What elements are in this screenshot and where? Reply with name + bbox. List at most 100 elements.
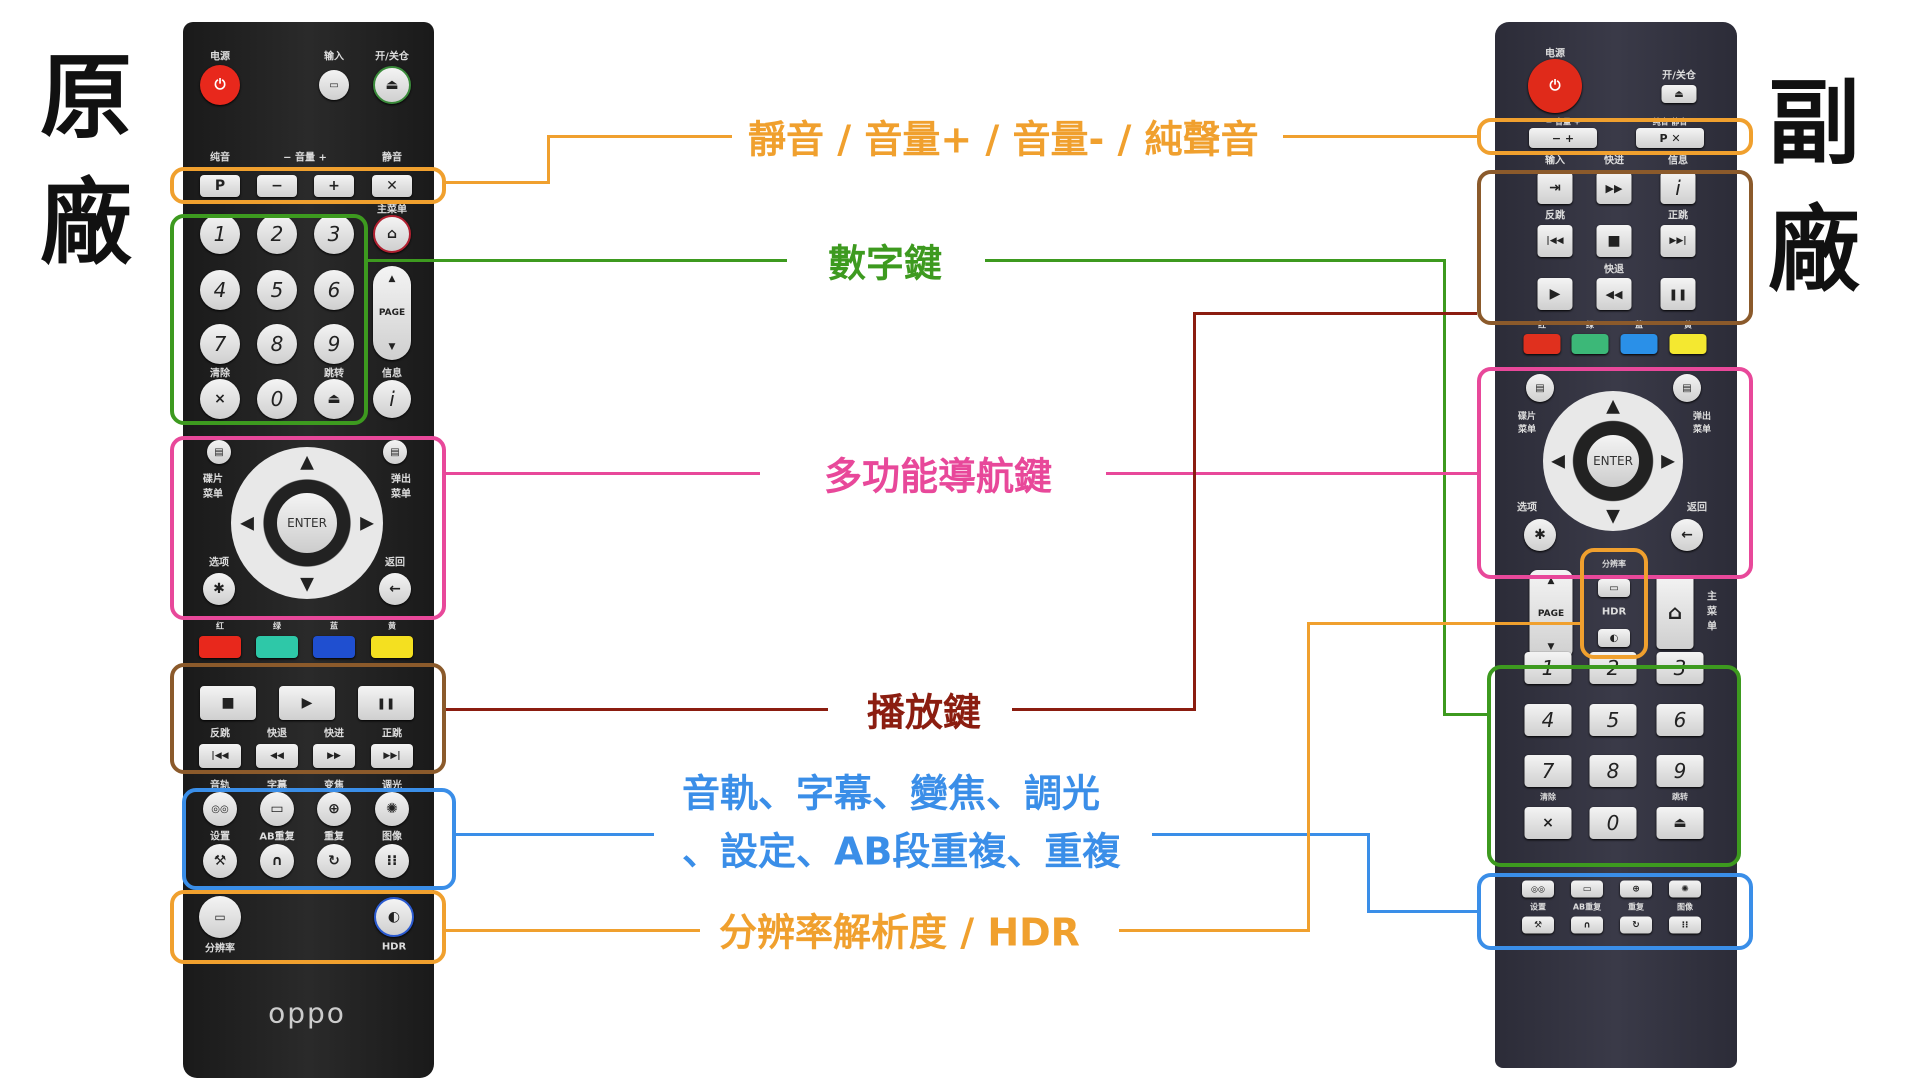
volume-button[interactable]: − + xyxy=(1529,128,1597,148)
power-button[interactable]: ⏻ xyxy=(1528,59,1582,113)
play-button[interactable]: ▶ xyxy=(1537,278,1573,310)
picture-button[interactable]: ⁝⁝ xyxy=(375,844,409,878)
subtitle-button[interactable]: ▭ xyxy=(260,792,294,826)
zoom-button[interactable]: ⊕ xyxy=(317,792,351,826)
stop-button[interactable]: ■ xyxy=(1596,225,1632,257)
volume-up-button[interactable]: + xyxy=(314,175,354,197)
zoom-button[interactable]: ⊕ xyxy=(1620,880,1652,898)
setup-button[interactable]: ⚒ xyxy=(1522,916,1554,934)
fast-forward-button[interactable]: ▶▶ xyxy=(313,744,355,768)
digit-4-button[interactable]: 4 xyxy=(1524,704,1572,736)
disc-menu-button[interactable]: ▤ xyxy=(1526,374,1554,402)
skip-back-button[interactable]: |◀◀ xyxy=(1537,225,1573,257)
digit-0-button[interactable]: 0 xyxy=(257,379,297,419)
option-button[interactable]: ✱ xyxy=(1524,519,1556,551)
repeat-button[interactable]: ↻ xyxy=(317,844,351,878)
digit-8-button[interactable]: 8 xyxy=(1589,755,1637,787)
red-button[interactable] xyxy=(1523,334,1561,354)
disc-menu-button[interactable]: ▤ xyxy=(207,440,231,464)
rewind-button[interactable]: ◀◀ xyxy=(256,744,298,768)
nav-down-icon[interactable]: ▼ xyxy=(1606,505,1620,527)
back-button[interactable]: ← xyxy=(379,573,411,605)
info-button[interactable]: i xyxy=(1660,172,1696,204)
green-button[interactable] xyxy=(1571,334,1609,354)
nav-left-icon[interactable]: ◀ xyxy=(1551,450,1565,472)
yellow-button[interactable] xyxy=(371,636,413,658)
input-button[interactable]: ▭ xyxy=(319,70,349,100)
resolution-button[interactable]: ▭ xyxy=(199,896,241,938)
resolution-button[interactable]: ▭ xyxy=(1598,579,1630,597)
digit-2-button[interactable]: 2 xyxy=(257,214,297,254)
input-button[interactable]: ⇥ xyxy=(1537,172,1573,204)
clear-button[interactable]: × xyxy=(1524,807,1572,839)
digit-0-button[interactable]: 0 xyxy=(1589,807,1637,839)
ab-repeat-button[interactable]: ∩ xyxy=(1571,916,1603,934)
digit-6-button[interactable]: 6 xyxy=(1656,704,1704,736)
picture-button[interactable]: ⁝⁝ xyxy=(1669,916,1701,934)
dimmer-button[interactable]: ✺ xyxy=(1669,880,1701,898)
home-button[interactable]: ⌂ xyxy=(1656,575,1694,649)
pause-button[interactable]: ❚❚ xyxy=(1660,278,1696,310)
pause-button[interactable]: ❚❚ xyxy=(358,686,414,720)
digit-9-button[interactable]: 9 xyxy=(314,324,354,364)
repeat-button[interactable]: ↻ xyxy=(1620,916,1652,934)
ab-repeat-button[interactable]: ∩ xyxy=(260,844,294,878)
page-rocker[interactable]: ▲ PAGE ▼ xyxy=(1529,570,1573,658)
page-down-icon[interactable]: ▼ xyxy=(1547,642,1555,652)
dimmer-button[interactable]: ✺ xyxy=(375,792,409,826)
popup-menu-button[interactable]: ▤ xyxy=(1673,374,1701,402)
green-button[interactable] xyxy=(256,636,298,658)
clear-button[interactable]: × xyxy=(200,379,240,419)
eject-button[interactable]: ⏏ xyxy=(1661,85,1697,103)
nav-left-icon[interactable]: ◀ xyxy=(240,512,254,534)
goto-button[interactable]: ⏏ xyxy=(1656,807,1704,839)
enter-button[interactable]: ENTER xyxy=(1585,433,1641,489)
skip-forward-button[interactable]: ▶▶| xyxy=(1660,225,1696,257)
digit-7-button[interactable]: 7 xyxy=(1524,755,1572,787)
subtitle-button[interactable]: ▭ xyxy=(1571,880,1603,898)
info-button[interactable]: i xyxy=(373,380,411,418)
hdr-button[interactable]: ◐ xyxy=(1598,629,1630,647)
digit-6-button[interactable]: 6 xyxy=(314,270,354,310)
page-up-icon[interactable]: ▲ xyxy=(388,274,396,284)
skip-back-button[interactable]: |◀◀ xyxy=(199,744,241,768)
page-rocker[interactable]: ▲ PAGE ▼ xyxy=(373,266,411,360)
popup-menu-button[interactable]: ▤ xyxy=(383,440,407,464)
pure-mute-button[interactable]: P ✕ xyxy=(1636,128,1704,148)
setup-button[interactable]: ⚒ xyxy=(203,844,237,878)
digit-8-button[interactable]: 8 xyxy=(257,324,297,364)
stop-button[interactable]: ■ xyxy=(200,686,256,720)
fast-forward-button[interactable]: ▶▶ xyxy=(1596,172,1632,204)
skip-forward-button[interactable]: ▶▶| xyxy=(371,744,413,768)
home-button[interactable]: ⌂ xyxy=(373,215,411,253)
goto-button[interactable]: ⏏ xyxy=(314,379,354,419)
enter-button[interactable]: ENTER xyxy=(275,491,339,555)
digit-4-button[interactable]: 4 xyxy=(200,270,240,310)
eject-button[interactable]: ⏏ xyxy=(373,66,411,104)
pure-audio-button[interactable]: P xyxy=(200,175,240,197)
page-up-icon[interactable]: ▲ xyxy=(1547,576,1555,586)
volume-down-button[interactable]: − xyxy=(257,175,297,197)
digit-5-button[interactable]: 5 xyxy=(257,270,297,310)
red-button[interactable] xyxy=(199,636,241,658)
rewind-button[interactable]: ◀◀ xyxy=(1596,278,1632,310)
play-button[interactable]: ▶ xyxy=(279,686,335,720)
nav-up-icon[interactable]: ▲ xyxy=(300,451,314,473)
audio-button[interactable]: ◎◎ xyxy=(203,792,237,826)
blue-button[interactable] xyxy=(1620,334,1658,354)
power-button[interactable]: ⏻ xyxy=(200,65,240,105)
nav-up-icon[interactable]: ▲ xyxy=(1606,395,1620,417)
page-down-icon[interactable]: ▼ xyxy=(388,342,396,352)
digit-1-button[interactable]: 1 xyxy=(200,214,240,254)
digit-9-button[interactable]: 9 xyxy=(1656,755,1704,787)
option-button[interactable]: ✱ xyxy=(203,573,235,605)
hdr-button[interactable]: ◐ xyxy=(374,897,414,937)
blue-button[interactable] xyxy=(313,636,355,658)
nav-down-icon[interactable]: ▼ xyxy=(300,573,314,595)
mute-button[interactable]: ✕ xyxy=(372,175,412,197)
yellow-button[interactable] xyxy=(1669,334,1707,354)
digit-3-button[interactable]: 3 xyxy=(314,214,354,254)
digit-7-button[interactable]: 7 xyxy=(200,324,240,364)
audio-button[interactable]: ◎◎ xyxy=(1522,880,1554,898)
digit-5-button[interactable]: 5 xyxy=(1589,704,1637,736)
